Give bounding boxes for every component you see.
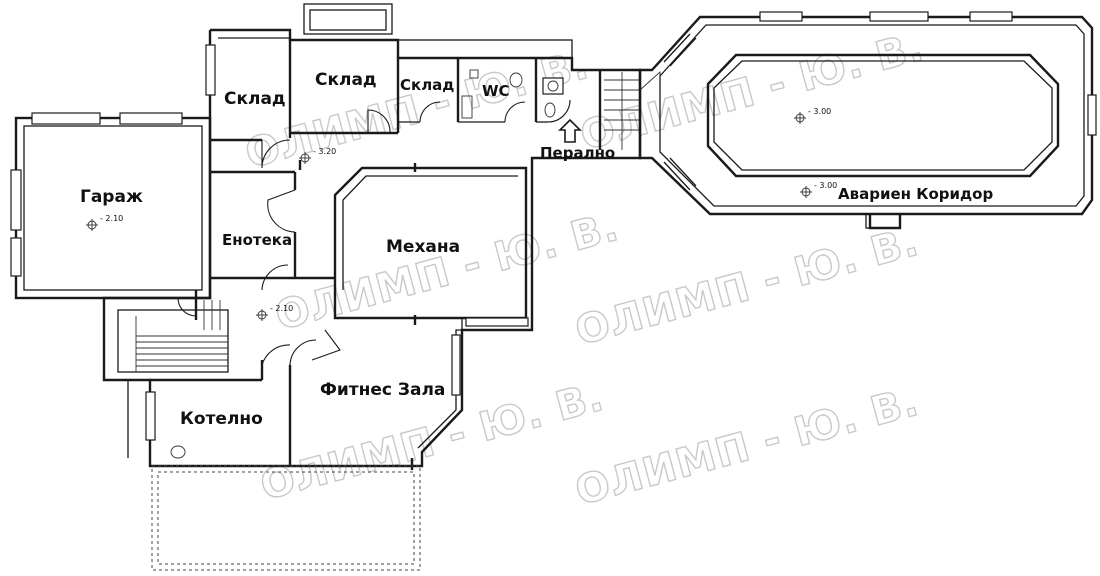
stairs-upper (604, 70, 661, 150)
elevation-garage: - 2.10 (86, 214, 123, 231)
elevation-pool-inner: - 3.00 (794, 107, 831, 124)
room-labels: Гараж Склад Склад Склад WC Перално Еноте… (80, 70, 993, 429)
toilet-laundry (544, 102, 556, 118)
elevation-markers: - 2.10 - 3.20 - 2.10 - 3.00 - 3.00 (86, 107, 837, 321)
watermark-2: ОЛИМП - Ю. В. (576, 24, 929, 160)
watermark-3: ОЛИМП - Ю. В. (271, 204, 624, 340)
wall-ticks (298, 160, 417, 470)
stairs-lower (135, 300, 228, 372)
arrow-up-icon (558, 118, 582, 143)
pool-structure (638, 11, 1097, 230)
elevation-hall-lower: - 2.10 (256, 304, 293, 321)
main-walls (102, 3, 642, 468)
doors (177, 99, 571, 366)
elevation-hall-upper: - 3.20 (299, 147, 336, 164)
boiler (170, 445, 186, 459)
toilet-wc (509, 72, 523, 88)
svg-text:- 3.00: - 3.00 (808, 107, 831, 116)
elevation-pool-corridor: - 3.00 (800, 181, 837, 198)
svg-text:- 2.10: - 2.10 (270, 304, 293, 313)
label-boiler-room: Котелно (180, 409, 263, 429)
watermark-6: ОЛИМП - Ю. В. (571, 379, 924, 515)
label-wc: WC (482, 82, 510, 100)
svg-text:- 2.10: - 2.10 (100, 214, 123, 223)
svg-text:- 3.20: - 3.20 (313, 147, 336, 156)
label-storage-1: Склад (224, 89, 286, 109)
label-wine-cellar: Енотека (222, 231, 292, 249)
terrace-dashed (151, 465, 421, 571)
svg-text:- 3.00: - 3.00 (814, 181, 837, 190)
fixtures (170, 69, 582, 459)
sink-wc (461, 95, 473, 119)
label-garage: Гараж (80, 187, 143, 207)
label-storage-3: Склад (400, 76, 454, 94)
washing-machine (542, 77, 564, 95)
label-storage-2: Склад (315, 70, 377, 90)
label-laundry: Перално (540, 144, 615, 162)
watermark-4: ОЛИМП - Ю. В. (571, 219, 924, 355)
label-fitness-hall: Фитнес Зала (320, 380, 445, 400)
label-emergency-corridor: Авариен Коридор (838, 185, 993, 203)
watermarks: ОЛИМП - Ю. В. ОЛИМП - Ю. В. ОЛИМП - Ю. В… (240, 23, 929, 515)
interior-partitions (117, 38, 602, 466)
label-tavern: Механа (386, 237, 460, 257)
